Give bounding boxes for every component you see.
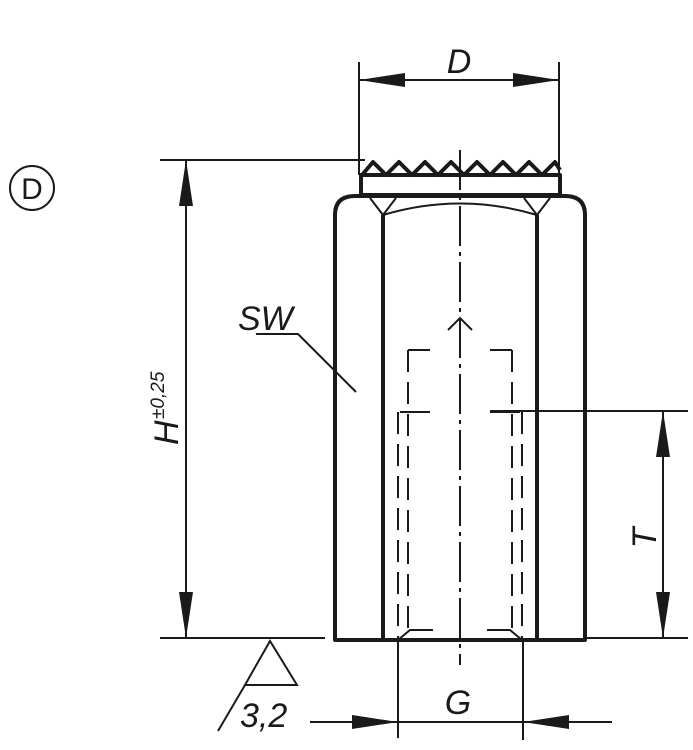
surface-roughness-symbol: 3,2 <box>217 639 299 735</box>
svg-text:G: G <box>445 684 471 722</box>
svg-text:D: D <box>447 43 472 81</box>
hidden-thread <box>397 316 523 641</box>
svg-text:SW: SW <box>238 300 296 338</box>
dimension-d: D <box>358 43 560 175</box>
svg-text:3,2: 3,2 <box>240 697 287 735</box>
wrench-size-label: SW <box>238 300 357 393</box>
dimension-g: G <box>310 638 612 740</box>
knurled-insert <box>359 160 562 197</box>
svg-text:T: T <box>626 525 664 548</box>
dimension-h: H ±0,25 <box>148 159 365 639</box>
view-marker: D <box>9 165 55 211</box>
svg-text:±0,25: ±0,25 <box>148 371 169 419</box>
hex-body <box>333 194 587 642</box>
svg-text:H: H <box>148 420 186 445</box>
svg-text:D: D <box>21 173 43 206</box>
dimension-t: T <box>490 410 688 639</box>
